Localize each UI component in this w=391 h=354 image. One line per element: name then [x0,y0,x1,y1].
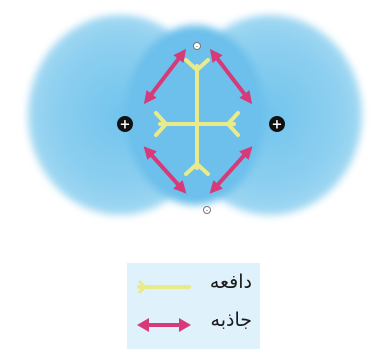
top-electron: - [194,43,201,51]
legend: دافعه جاذبه [127,263,260,349]
repulsion-line-swatch [135,275,193,299]
left-charge-sign: + [120,118,131,133]
right-charge-sign: + [272,118,283,133]
legend-item-attraction: جاذبه [127,307,260,343]
attraction-arrow-swatch [135,313,193,337]
legend-item-repulsion: دافعه [127,269,260,305]
attraction-label: جاذبه [211,309,252,331]
top-charge-sign: - [196,43,198,50]
repulsion-label: دافعه [210,271,252,293]
molecule-force-diagram: + + - - [0,0,391,240]
bottom-charge-sign: - [206,207,208,214]
bottom-electron: - [204,207,211,215]
